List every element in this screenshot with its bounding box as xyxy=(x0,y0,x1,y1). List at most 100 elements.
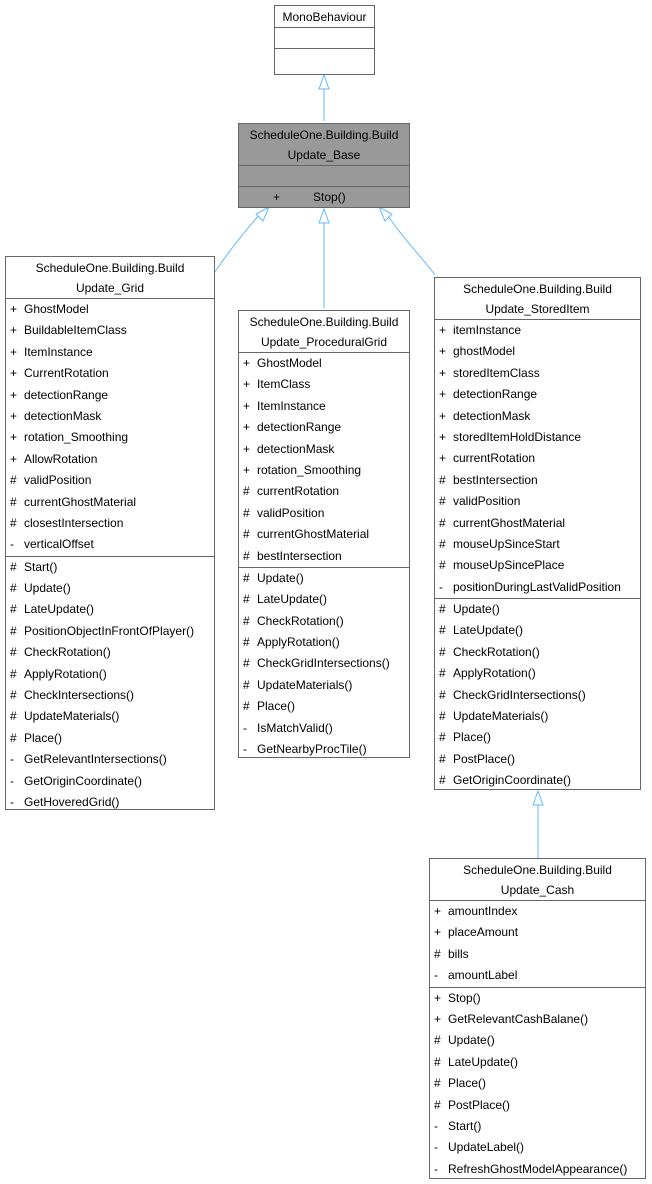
attribute-row[interactable]: #mouseUpSinceStart xyxy=(435,534,640,555)
attribute-row[interactable]: +placeAmount xyxy=(430,922,645,943)
attribute-row[interactable]: +itemInstance xyxy=(435,320,640,341)
attribute-row[interactable]: #validPosition xyxy=(239,503,409,524)
attribute-row[interactable]: #currentGhostMaterial xyxy=(435,513,640,534)
attribute-row[interactable]: +detectionRange xyxy=(6,385,214,406)
attribute-row[interactable]: -positionDuringLastValidPosition xyxy=(435,577,640,598)
attribute-row[interactable]: +detectionMask xyxy=(6,406,214,427)
visibility-marker: # xyxy=(439,536,446,551)
attribute-row[interactable]: +CurrentRotation xyxy=(6,363,214,384)
method-row[interactable]: #PositionObjectInFrontOfPlayer() xyxy=(6,621,214,642)
method-row[interactable]: #CheckRotation() xyxy=(6,642,214,663)
attribute-row[interactable]: #currentGhostMaterial xyxy=(239,524,409,545)
visibility-marker: + xyxy=(439,365,447,380)
attribute-row[interactable]: +rotation_Smoothing xyxy=(6,427,214,448)
method-row[interactable]: -GetOriginCoordinate() xyxy=(6,771,214,792)
method-row[interactable]: -IsMatchValid() xyxy=(239,718,409,739)
attribute-row[interactable]: +AllowRotation xyxy=(6,449,214,470)
method-row[interactable]: #UpdateMaterials() xyxy=(435,706,640,727)
attribute-row[interactable]: +ItemInstance xyxy=(239,396,409,417)
method-row[interactable]: #GetOriginCoordinate() xyxy=(435,770,640,791)
attribute-row[interactable]: +BuildableItemClass xyxy=(6,320,214,341)
method-name: Place() xyxy=(257,699,296,714)
method-row[interactable]: #UpdateMaterials() xyxy=(6,706,214,727)
method-row[interactable]: #Update() xyxy=(435,599,640,620)
attribute-row[interactable]: #closestIntersection xyxy=(6,513,214,534)
method-row[interactable]: #LateUpdate() xyxy=(430,1052,645,1073)
method-row[interactable]: +Stop() xyxy=(430,988,645,1009)
method-row[interactable]: #CheckRotation() xyxy=(239,611,409,632)
attribute-row[interactable]: +GhostModel xyxy=(239,353,409,374)
method-row[interactable]: -GetNearbyProcTile() xyxy=(239,739,409,760)
attribute-row[interactable]: #bestIntersection xyxy=(239,546,409,567)
method-row[interactable]: #Start() xyxy=(6,557,214,578)
method-row[interactable]: #UpdateMaterials() xyxy=(239,675,409,696)
method-row[interactable]: #PostPlace() xyxy=(435,749,640,770)
method-row[interactable]: +Stop() xyxy=(239,187,409,208)
attribute-name: detectionRange xyxy=(257,420,342,435)
attribute-row[interactable]: #mouseUpSincePlace xyxy=(435,555,640,576)
attribute-row[interactable]: #bills xyxy=(430,944,645,965)
attribute-row[interactable]: +ItemClass xyxy=(239,374,409,395)
attribute-row[interactable]: +detectionRange xyxy=(239,417,409,438)
attribute-row[interactable]: #validPosition xyxy=(435,491,640,512)
method-row[interactable]: #Place() xyxy=(6,728,214,749)
method-row[interactable]: #Update() xyxy=(6,578,214,599)
method-row[interactable]: #ApplyRotation() xyxy=(6,664,214,685)
method-row[interactable]: #ApplyRotation() xyxy=(239,632,409,653)
visibility-marker: + xyxy=(243,377,251,392)
method-row[interactable]: -UpdateLabel() xyxy=(430,1137,645,1158)
attribute-row[interactable]: +GhostModel xyxy=(6,299,214,320)
method-row[interactable]: -Start() xyxy=(430,1116,645,1137)
method-row[interactable]: #CheckRotation() xyxy=(435,642,640,663)
method-row[interactable]: #Update() xyxy=(430,1030,645,1051)
method-row[interactable]: #ApplyRotation() xyxy=(435,663,640,684)
attribute-row[interactable]: +rotation_Smoothing xyxy=(239,460,409,481)
method-name: Stop() xyxy=(313,190,346,204)
attribute-row[interactable]: +ghostModel xyxy=(435,341,640,362)
method-row[interactable]: #CheckIntersections() xyxy=(6,685,214,706)
attribute-row[interactable]: #currentGhostMaterial xyxy=(6,492,214,513)
attribute-row[interactable]: -amountLabel xyxy=(430,965,645,986)
method-row[interactable]: #LateUpdate() xyxy=(239,589,409,610)
attribute-row[interactable]: -verticalOffset xyxy=(6,534,214,555)
method-row[interactable]: -GetHoveredGrid() xyxy=(6,792,214,813)
attribute-name: validPosition xyxy=(257,505,325,520)
attribute-row[interactable]: +detectionMask xyxy=(435,406,640,427)
attribute-row[interactable]: +detectionRange xyxy=(435,384,640,405)
method-row[interactable]: #CheckGridIntersections() xyxy=(435,685,640,706)
attribute-row[interactable]: +storedItemHoldDistance xyxy=(435,427,640,448)
method-row[interactable]: +GetRelevantCashBalane() xyxy=(430,1009,645,1030)
visibility-marker: + xyxy=(10,387,18,402)
attribute-name: validPosition xyxy=(453,494,521,509)
method-name: GetRelevantCashBalane() xyxy=(448,1011,589,1026)
attribute-row[interactable]: #currentRotation xyxy=(239,481,409,502)
method-row[interactable]: #Update() xyxy=(239,568,409,589)
method-row[interactable]: #PostPlace() xyxy=(430,1095,645,1116)
attribute-row[interactable]: +storedItemClass xyxy=(435,363,640,384)
attribute-row[interactable]: +ItemInstance xyxy=(6,342,214,363)
method-row[interactable]: #CheckGridIntersections() xyxy=(239,653,409,674)
method-row[interactable]: #Place() xyxy=(430,1073,645,1094)
class-title-line: Update_StoredItem xyxy=(485,302,590,316)
visibility-marker: # xyxy=(10,602,17,617)
attribute-row[interactable]: +currentRotation xyxy=(435,448,640,469)
method-row[interactable]: -RefreshGhostModelAppearance() xyxy=(430,1159,645,1180)
arrowhead-base-left xyxy=(255,205,271,222)
method-row[interactable]: #Place() xyxy=(435,727,640,748)
attribute-row[interactable]: +amountIndex xyxy=(430,901,645,922)
method-row[interactable]: -GetRelevantIntersections() xyxy=(6,749,214,770)
attribute-row[interactable]: #bestIntersection xyxy=(435,470,640,491)
attribute-row[interactable]: #validPosition xyxy=(6,470,214,491)
attribute-row[interactable]: +detectionMask xyxy=(239,439,409,460)
method-row[interactable]: #Place() xyxy=(239,696,409,717)
method-name: GetNearbyProcTile() xyxy=(257,742,367,757)
method-row[interactable]: #LateUpdate() xyxy=(6,599,214,620)
class-monobehaviour[interactable]: MonoBehaviour xyxy=(274,5,375,75)
attribute-name: AllowRotation xyxy=(24,451,98,466)
method-row[interactable]: #LateUpdate() xyxy=(435,620,640,641)
